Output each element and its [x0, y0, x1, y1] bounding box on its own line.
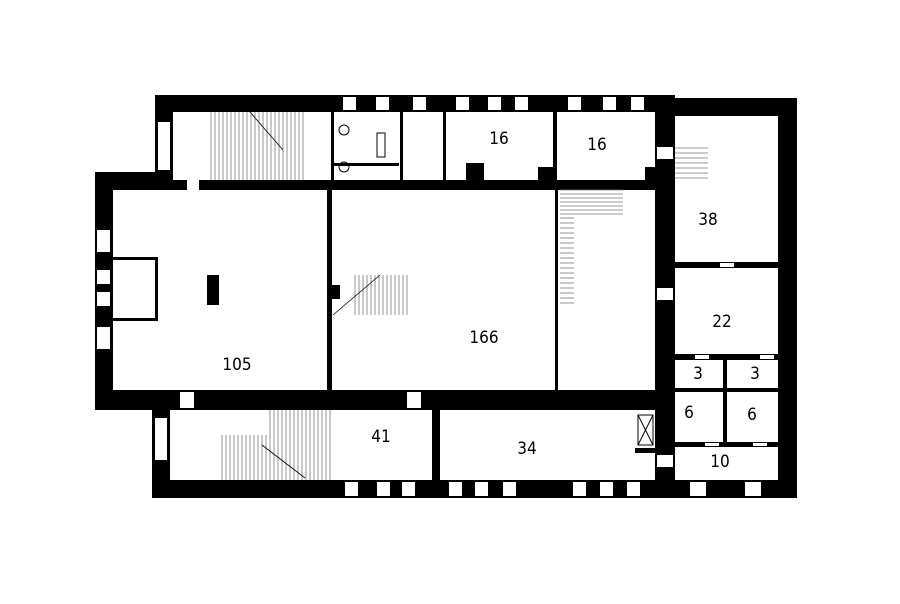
room-label-16-a: 16	[489, 129, 508, 149]
room-label-16-b: 16	[587, 135, 606, 155]
staircase-annex: (function(){const g=document.currentScri…	[675, 147, 708, 179]
staircase-bottom-left: (function(){const g=document.currentScri…	[221, 410, 331, 480]
room-label-3-b: 3	[750, 364, 760, 384]
room-labels: 16 16 38 105 166 22 3 3 6 6 10 41 34	[222, 129, 759, 472]
walls	[95, 95, 797, 498]
room-label-38: 38	[698, 210, 717, 230]
room-label-22: 22	[712, 312, 731, 332]
toilet-fixtures	[338, 124, 386, 173]
staircase-center: (function(){const g=document.currentScri…	[332, 274, 408, 316]
elevator-shaft	[637, 414, 654, 446]
room-label-10: 10	[710, 452, 729, 472]
staircase-top-left: (function(){const g=document.currentScri…	[210, 111, 304, 180]
windows-and-doors	[97, 97, 774, 496]
room-label-6-b: 6	[747, 405, 757, 425]
room-label-34: 34	[517, 439, 536, 459]
room-label-166: 166	[469, 328, 498, 348]
room-label-41: 41	[371, 427, 390, 447]
staircase-right-strip: (function(){const g=document.currentScri…	[560, 189, 623, 304]
room-label-105: 105	[222, 355, 251, 375]
room-label-6-a: 6	[684, 403, 694, 423]
room-label-3-a: 3	[693, 364, 703, 384]
